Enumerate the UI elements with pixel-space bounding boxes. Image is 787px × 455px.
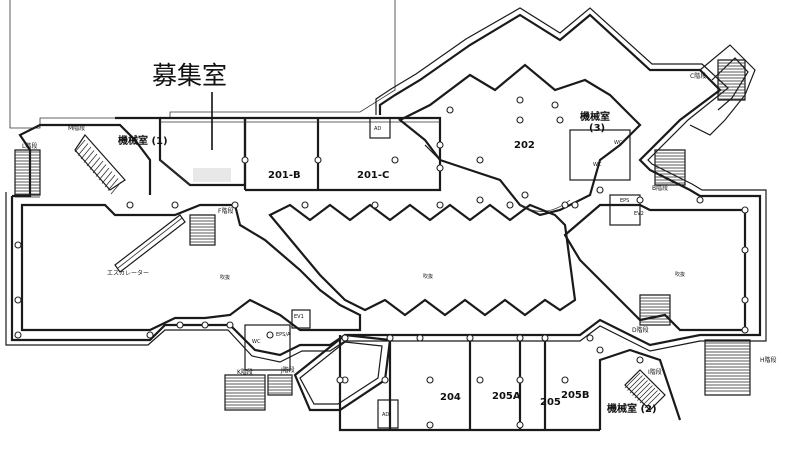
label-ad-1: AD (374, 126, 381, 132)
label-205: 205 (540, 397, 561, 408)
label-void-2: 吹抜 (423, 273, 433, 280)
stair-m (74, 134, 126, 191)
label-void-1: 吹抜 (220, 274, 230, 281)
stair-h (704, 339, 751, 396)
label-void-3: 吹抜 (675, 271, 685, 278)
label-eps-2: EPS/A (276, 332, 291, 338)
label-kikai-3-line1: 機械室 (580, 110, 610, 123)
label-ev-2: EV2 (634, 211, 644, 217)
label-wc-3: WC (252, 339, 261, 345)
label-stair-h: H階段 (760, 356, 777, 364)
label-stair-j: J階段 (280, 366, 295, 374)
label-eps-1: EPS (620, 198, 629, 204)
label-stair-b: B階段 (652, 184, 668, 192)
stair-b (654, 149, 686, 186)
label-wc-1: WC (614, 140, 623, 146)
label-stair-m: M階段 (68, 124, 85, 132)
label-201b: 201-B (268, 170, 301, 181)
stair-blocks (14, 59, 751, 411)
label-stair-l: L階段 (22, 142, 37, 150)
label-205a: 205A (492, 391, 521, 402)
central-voids (20, 203, 747, 332)
escalator (114, 214, 186, 273)
label-stair-k: K階段 (237, 368, 253, 376)
stair-j (267, 374, 293, 396)
label-202: 202 (514, 140, 535, 151)
stair-l (14, 149, 41, 196)
callout-label: 募集室 (152, 61, 227, 90)
south-rooms (293, 333, 682, 432)
stair-k (224, 374, 266, 411)
label-stair-i: I階段 (648, 368, 662, 376)
columns (14, 96, 749, 429)
label-204: 204 (440, 392, 461, 403)
label-wc-2: WC (593, 162, 602, 168)
label-ev-1: EV1 (294, 314, 304, 320)
label-kikai-3-line2: (3) (589, 123, 605, 134)
label-stair-d: D階段 (632, 326, 649, 334)
label-escalator: エスカレーター (107, 269, 149, 277)
label-stair-c: C階段 (690, 72, 706, 80)
building-outline (5, 0, 767, 363)
label-kikai-2: 機械室 (2) (607, 402, 657, 415)
label-201c: 201-C (357, 170, 389, 181)
north-rooms (115, 116, 442, 192)
label-205b: 205B (561, 390, 590, 401)
label-kikai-1: 機械室 (1) (118, 134, 168, 147)
stair-i (624, 369, 666, 411)
cores (244, 129, 641, 371)
label-stair-f: F階段 (218, 207, 233, 215)
label-ad-2: AD (382, 412, 389, 418)
